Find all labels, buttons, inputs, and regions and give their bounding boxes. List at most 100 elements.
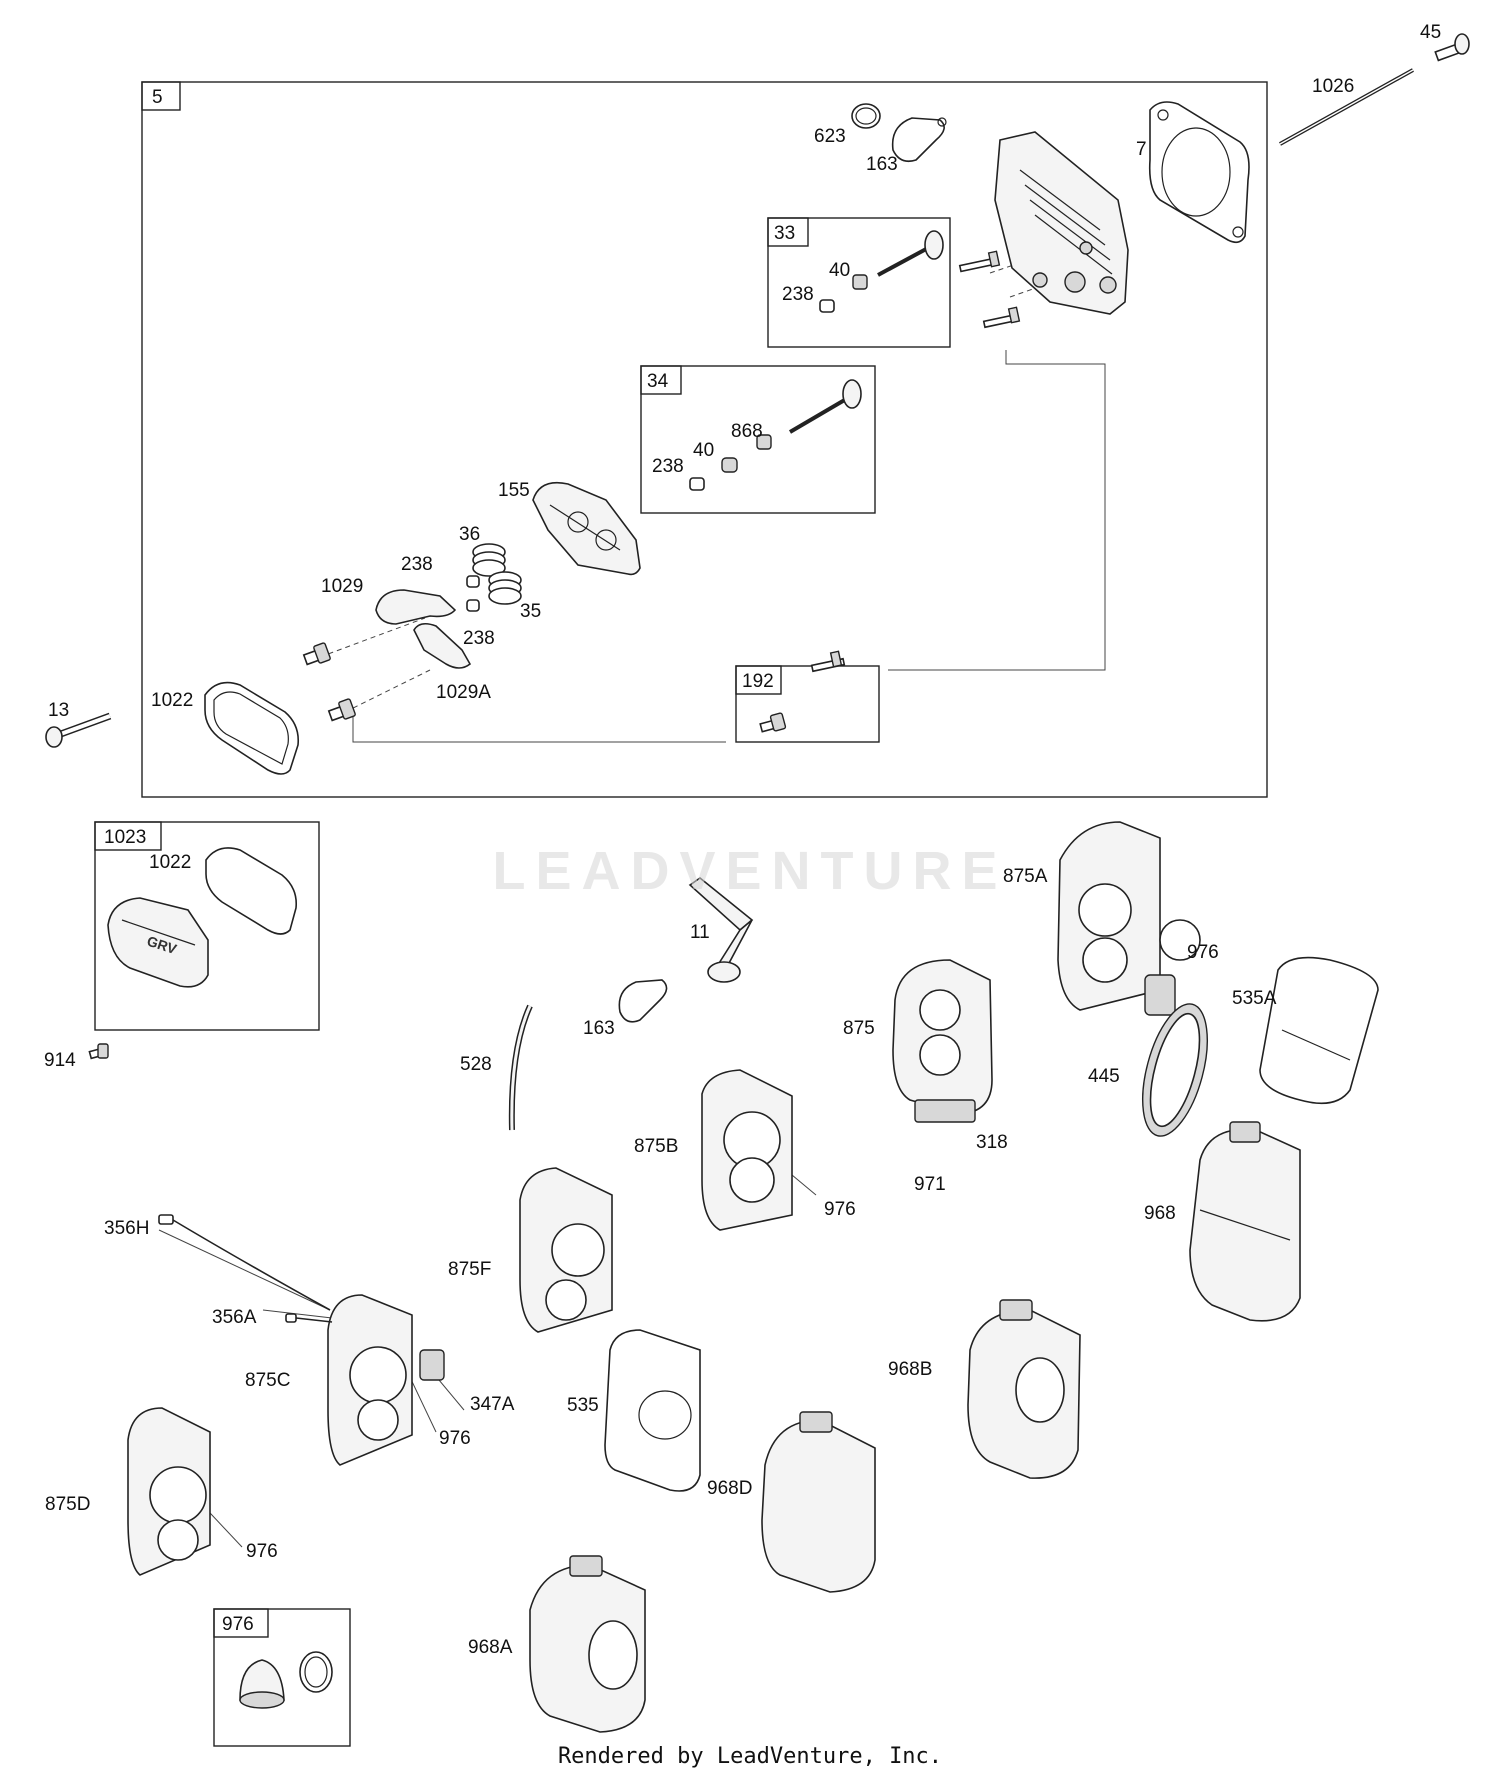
label-875A: 875A xyxy=(1003,866,1048,887)
spring-36 xyxy=(472,543,506,577)
watermark: LEADVENTURE xyxy=(492,841,1008,901)
label-528: 528 xyxy=(460,1054,492,1075)
label-163-lower: 163 xyxy=(583,1018,615,1039)
label-875F: 875F xyxy=(448,1259,491,1280)
filter-445 xyxy=(1142,1003,1208,1137)
box-33-label: 33 xyxy=(774,223,795,244)
label-1026: 1026 xyxy=(1312,76,1354,97)
label-40-box34: 40 xyxy=(693,440,714,461)
cover-968D xyxy=(761,1411,876,1593)
label-35: 35 xyxy=(520,601,541,622)
bolt-45 xyxy=(1434,33,1470,62)
label-238-upper: 238 xyxy=(401,554,433,575)
label-36: 36 xyxy=(459,524,480,545)
box-5-label: 5 xyxy=(152,87,163,108)
box-976-label: 976 xyxy=(222,1614,254,1635)
label-968B: 968B xyxy=(888,1359,932,1380)
rocker-arm-1029A xyxy=(413,622,472,669)
gasket-163-upper xyxy=(891,117,947,163)
base-875A xyxy=(1057,821,1201,1016)
box-34-label: 34 xyxy=(647,371,669,392)
elbow-tube-11 xyxy=(688,876,754,983)
base-875D xyxy=(127,1407,211,1576)
box-1023-label: 1023 xyxy=(104,827,146,848)
wire-356H xyxy=(158,1214,331,1311)
bolt-13 xyxy=(45,712,112,748)
label-968: 968 xyxy=(1144,1203,1176,1224)
head-gasket-7 xyxy=(1148,101,1250,244)
cover-968 xyxy=(1189,1121,1301,1322)
label-875B: 875B xyxy=(634,1136,678,1157)
label-11: 11 xyxy=(690,922,710,943)
label-968A: 968A xyxy=(468,1637,513,1658)
label-868: 868 xyxy=(731,421,763,442)
base-875C xyxy=(327,1294,445,1466)
rocker-arm-1029 xyxy=(375,589,457,625)
label-155: 155 xyxy=(498,480,530,501)
kit-976 xyxy=(239,1651,333,1709)
label-1029: 1029 xyxy=(321,576,363,597)
label-238-lower: 238 xyxy=(463,628,495,649)
label-875: 875 xyxy=(843,1018,875,1039)
foam-535 xyxy=(604,1329,701,1492)
label-1022-upper: 1022 xyxy=(151,690,193,711)
box-5: 5 xyxy=(141,81,1268,798)
box-976: 976 xyxy=(213,1608,351,1747)
gasket-1022-upper xyxy=(204,681,300,775)
base-875B xyxy=(701,1069,793,1231)
label-976-875B: 976 xyxy=(824,1199,856,1220)
gasket-163-lower xyxy=(618,979,668,1023)
valve-cover-1023: GRV xyxy=(107,897,209,988)
cylinder-head xyxy=(994,131,1129,315)
prefilter-535A xyxy=(1259,956,1379,1105)
gasket-1022-lower xyxy=(205,847,298,935)
label-535A: 535A xyxy=(1232,988,1277,1009)
rocker-box-155 xyxy=(532,481,641,576)
label-238-box34: 238 xyxy=(652,456,684,477)
box-34: 34 xyxy=(640,365,876,514)
label-445: 445 xyxy=(1088,1066,1120,1087)
label-318: 318 xyxy=(976,1132,1008,1153)
label-535: 535 xyxy=(567,1395,599,1416)
wire-356A xyxy=(285,1313,333,1323)
footer-credit: Rendered by LeadVenture, Inc. xyxy=(557,1744,943,1769)
label-875C: 875C xyxy=(245,1370,290,1391)
cover-968A xyxy=(529,1555,646,1733)
valve-34 xyxy=(689,379,862,491)
cover-968B xyxy=(967,1299,1081,1479)
valve-33 xyxy=(819,230,944,313)
label-7: 7 xyxy=(1136,139,1147,160)
part-labels: 45 1026 623 163 7 40 238 868 40 238 155 … xyxy=(44,22,1441,1658)
label-875D: 875D xyxy=(45,1494,90,1515)
screw-914 xyxy=(88,1043,109,1060)
head-studs xyxy=(958,250,1021,329)
oring-623 xyxy=(851,103,881,129)
label-13: 13 xyxy=(48,700,69,721)
label-968D: 968D xyxy=(707,1478,752,1499)
hose-528 xyxy=(508,1004,533,1131)
label-971: 971 xyxy=(914,1174,946,1195)
box-192: 192 xyxy=(735,665,880,743)
label-347A: 347A xyxy=(470,1394,515,1415)
box-1023: 1023 xyxy=(94,821,320,1031)
label-976-875C: 976 xyxy=(439,1428,471,1449)
label-238-box33: 238 xyxy=(782,284,814,305)
label-914: 914 xyxy=(44,1050,76,1071)
label-45: 45 xyxy=(1420,22,1441,43)
base-875 xyxy=(892,959,993,1123)
label-40-box33: 40 xyxy=(829,260,850,281)
label-1022-lower: 1022 xyxy=(149,852,191,873)
label-356A: 356A xyxy=(212,1307,257,1328)
box-33: 33 xyxy=(767,217,951,348)
label-976-875D: 976 xyxy=(246,1541,278,1562)
box-192-label: 192 xyxy=(742,671,774,692)
spring-35 xyxy=(488,571,522,605)
label-976-875A: 976 xyxy=(1187,942,1219,963)
pushrod-1026 xyxy=(1279,68,1414,146)
caps-238 xyxy=(466,575,480,612)
label-163-upper: 163 xyxy=(866,154,898,175)
alignment-lines xyxy=(319,255,1051,713)
rocker-studs xyxy=(302,642,356,722)
stud-192 xyxy=(759,650,846,733)
